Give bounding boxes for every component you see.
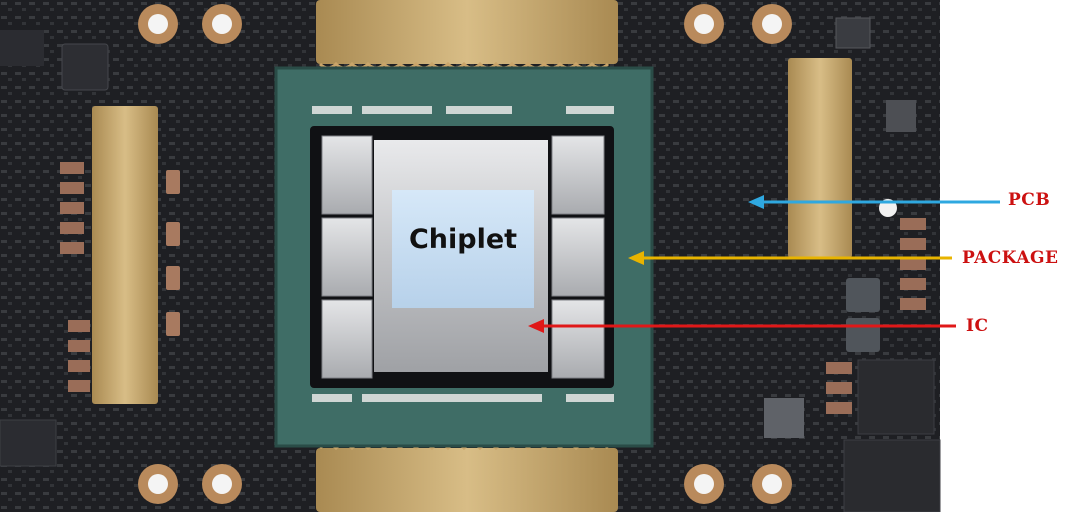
package-label: PACKAGE bbox=[962, 248, 1059, 268]
left-components bbox=[0, 30, 180, 467]
pcb-arrow bbox=[748, 195, 1000, 209]
top-gold-connector bbox=[316, 0, 618, 70]
package-pin-markings bbox=[312, 106, 614, 402]
chiplet-box bbox=[392, 190, 534, 308]
left-gold-strip bbox=[92, 106, 158, 404]
ic-label: IC bbox=[966, 316, 989, 336]
mounting-holes bbox=[138, 4, 897, 504]
bottom-gold-connector bbox=[316, 442, 618, 512]
ic-arrow bbox=[528, 319, 956, 333]
chiplet-label: Chiplet bbox=[408, 224, 518, 255]
package-arrow bbox=[628, 251, 952, 265]
right-gold-strip bbox=[788, 58, 852, 258]
hbm-stacks bbox=[321, 135, 605, 379]
pcb-label: PCB bbox=[1008, 190, 1051, 210]
